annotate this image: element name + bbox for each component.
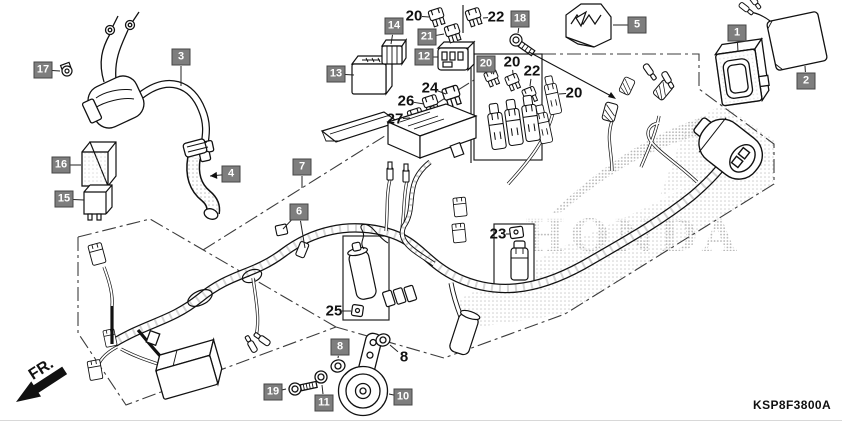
part-label-14: 14 <box>384 17 404 35</box>
connector-23 <box>509 225 529 281</box>
part-label-22: 22 <box>487 8 505 26</box>
relay-16 <box>81 141 117 188</box>
part-label-10: 10 <box>393 388 413 406</box>
part-label-1: 1 <box>727 24 747 42</box>
bolt-19 <box>288 380 318 396</box>
part-label-24: 24 <box>421 79 439 97</box>
part-label-20: 20 <box>476 55 496 73</box>
condenser-2 <box>382 284 481 356</box>
harness-branches <box>95 112 699 371</box>
part-label-22: 22 <box>523 62 541 80</box>
part-label-8: 8 <box>330 338 350 356</box>
part-label-15: 15 <box>54 190 74 208</box>
ignition-coil <box>81 11 215 163</box>
bolt-18 <box>509 33 616 99</box>
part-label-20: 20 <box>405 7 423 25</box>
part-label-16: 16 <box>51 156 71 174</box>
fuse-cover-12 <box>436 40 476 72</box>
main-connector-boot <box>693 117 764 180</box>
part-label-26: 26 <box>397 92 415 110</box>
label-leader-lines <box>51 16 806 396</box>
part-label-18: 18 <box>510 10 530 28</box>
part-label-13: 13 <box>326 65 346 83</box>
connector-14 <box>380 38 408 66</box>
part-label-23: 23 <box>489 225 507 243</box>
part-label-8: 8 <box>399 348 409 366</box>
part-label-19: 19 <box>263 383 283 401</box>
grommet-8a <box>330 359 346 373</box>
bracket-5 <box>565 3 612 48</box>
band-clamp-6 <box>274 223 310 259</box>
diagram-code: KSP8F3800A <box>753 398 832 412</box>
horn <box>337 365 389 417</box>
part-label-20: 20 <box>565 84 583 102</box>
relay-15 <box>83 184 113 221</box>
harness-connectors <box>86 62 676 382</box>
part-label-7: 7 <box>292 158 312 176</box>
part-label-21: 21 <box>417 28 437 46</box>
part-label-25: 25 <box>325 302 343 320</box>
washer-8b <box>375 333 391 347</box>
connector-20 <box>541 74 563 116</box>
fr-direction-arrow: FR. <box>16 355 68 402</box>
fuse-box <box>320 103 478 159</box>
part-label-11: 11 <box>314 394 334 412</box>
part-label-17: 17 <box>33 61 53 79</box>
washer-11 <box>314 370 328 384</box>
part-label-6: 6 <box>289 203 309 221</box>
lower-left-branch <box>110 306 223 400</box>
part-label-3: 3 <box>171 48 191 66</box>
horn-group <box>288 332 391 417</box>
spark-plug-cap <box>182 138 221 220</box>
wire-harness-trunk <box>109 160 728 349</box>
part-label-12: 12 <box>414 48 434 66</box>
part-label-20: 20 <box>503 53 521 71</box>
part-label-5: 5 <box>627 16 647 34</box>
part-label-4: 4 <box>221 165 241 183</box>
part-label-27: 27 <box>386 110 404 128</box>
control-unit-2 <box>737 0 828 71</box>
condenser <box>347 223 389 318</box>
grommet-17 <box>59 61 73 77</box>
part-label-2: 2 <box>796 72 816 90</box>
cdi-unit-1 <box>713 37 770 107</box>
